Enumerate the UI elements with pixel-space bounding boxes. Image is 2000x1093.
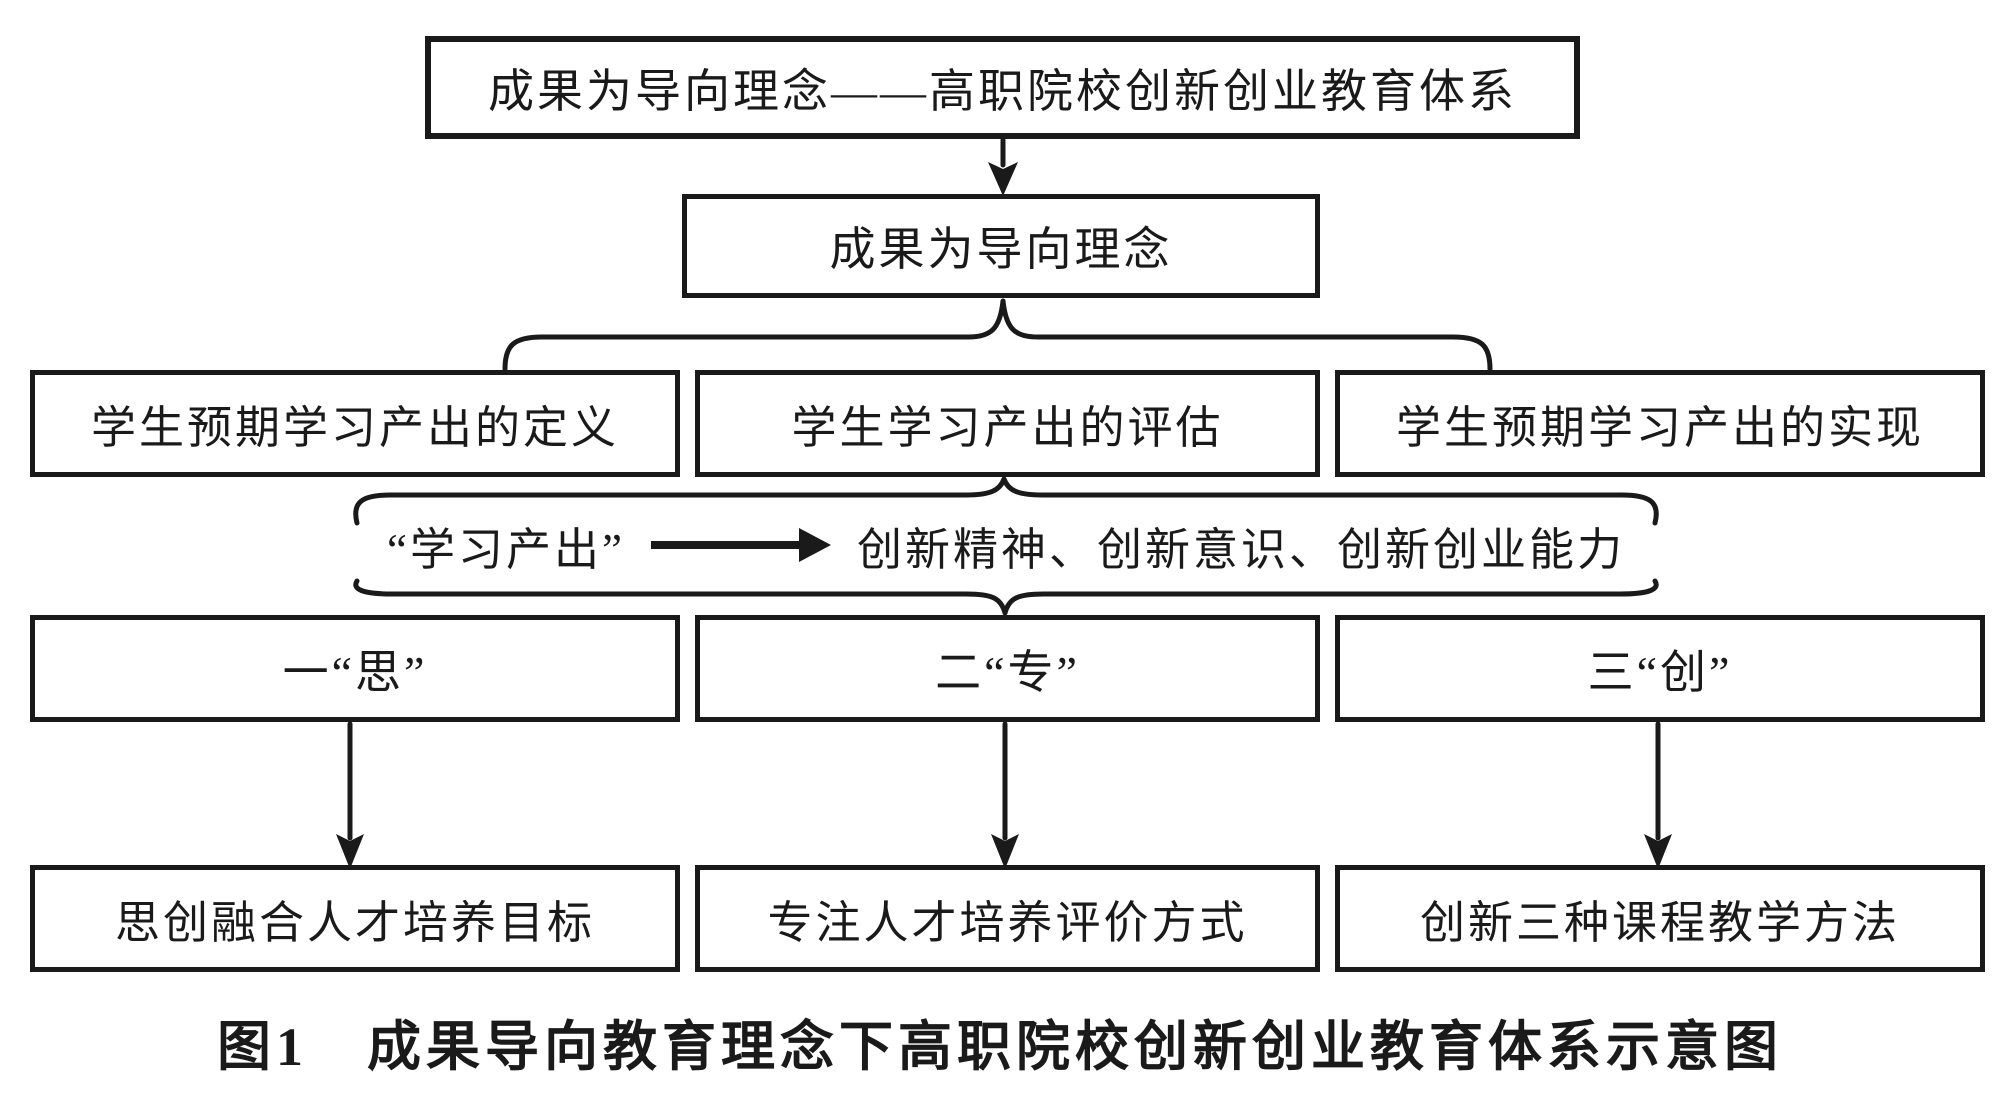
- node-concept: 成果为导向理念: [682, 194, 1320, 298]
- node-pillar-si: 一“思”: [30, 615, 680, 722]
- bubble-learning-output: “学习产出” 创新精神、创新意识、创新创业能力: [352, 493, 1660, 597]
- arrowhead-root-to-concept: [988, 162, 1018, 196]
- right-arrow-icon: [650, 528, 831, 562]
- brace-concept-to-branches: [502, 298, 1493, 372]
- node-outcome-methods: 创新三种课程教学方法: [1335, 865, 1985, 972]
- arrowhead-si-to-goal: [336, 834, 364, 869]
- right-arrow-shaft: [650, 541, 799, 549]
- node-root: 成果为导向理念——高职院校创新创业教育体系: [425, 36, 1580, 139]
- node-branch-realization: 学生预期学习产出的实现: [1335, 370, 1985, 477]
- node-branch-definition: 学生预期学习产出的定义: [30, 370, 680, 477]
- arrowhead-chuang-to-methods: [1644, 834, 1672, 869]
- arrowhead-zhuan-to-evaluation: [991, 834, 1019, 869]
- output-items: 创新精神、创新意识、创新创业能力: [856, 524, 1625, 575]
- node-pillar-chuang: 三“创”: [1335, 615, 1985, 722]
- figure-caption: 图1 成果导向教育理念下高职院校创新创业教育体系示意图: [217, 1017, 1783, 1077]
- output-label: “学习产出”: [387, 524, 625, 575]
- right-arrow-tip: [798, 528, 831, 562]
- node-outcome-evaluation: 专注人才培养评价方式: [695, 865, 1320, 972]
- node-outcome-goal: 思创融合人才培养目标: [30, 865, 680, 972]
- node-branch-evaluation: 学生学习产出的评估: [695, 370, 1320, 477]
- node-pillar-zhuan: 二“专”: [695, 615, 1320, 722]
